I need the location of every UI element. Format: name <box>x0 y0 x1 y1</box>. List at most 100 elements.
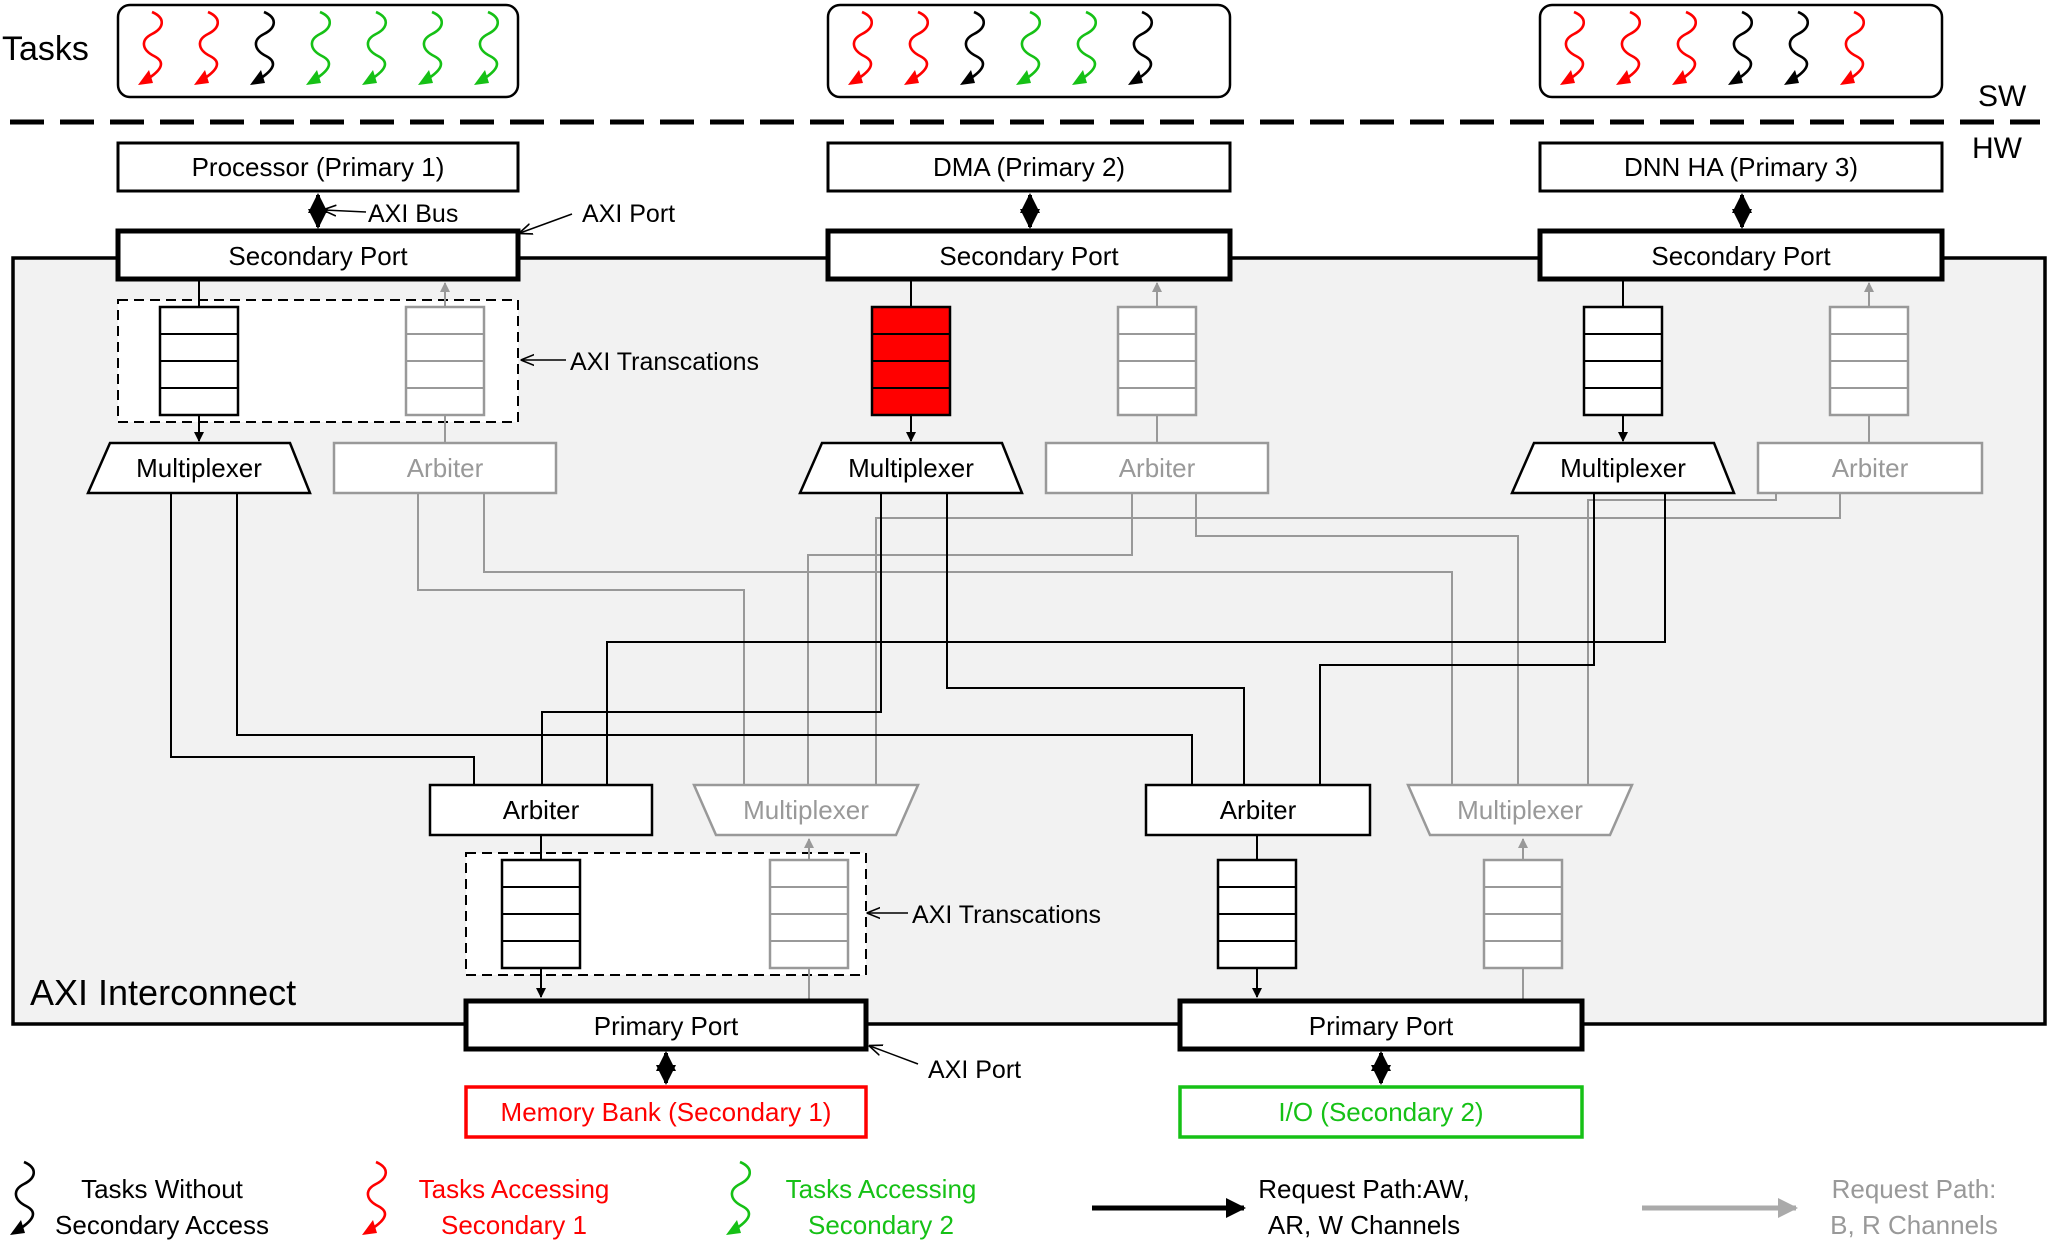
queue-request-3 <box>1582 305 1664 417</box>
arbiter-bottom-1: Arbiter <box>428 783 654 837</box>
primary-processor-label: Processor (Primary 1) <box>192 152 445 182</box>
secondary-port-3: Secondary Port <box>1537 228 1945 282</box>
arbiter-top-2-label: Arbiter <box>1119 453 1196 483</box>
sw-label: SW <box>1978 80 2027 113</box>
primary-processor: Processor (Primary 1) <box>116 141 520 193</box>
queue-request-2 <box>870 305 952 417</box>
primary-dma-label: DMA (Primary 2) <box>933 152 1125 182</box>
multiplexer-top-2: Multiplexer <box>798 441 1024 495</box>
task-squiggle-2-2 <box>904 10 930 85</box>
task-squiggle-1-1 <box>138 10 164 85</box>
task-box-1 <box>116 3 520 99</box>
queue-response-3 <box>1828 305 1910 417</box>
arbiter-bottom-2-label: Arbiter <box>1220 795 1297 825</box>
transaction-queues <box>158 305 1910 970</box>
multiplexer-top-3-label: Multiplexer <box>1560 453 1686 483</box>
task-squiggle-1-7 <box>474 10 500 85</box>
arbiter-top-3: Arbiter <box>1756 441 1984 495</box>
arbiter-bottom-2: Arbiter <box>1144 783 1372 837</box>
queue-response-bottom-2 <box>1482 858 1564 970</box>
request-path-wires <box>170 279 1666 998</box>
legend-black-line1: Tasks Without <box>81 1174 244 1204</box>
primary-port-1-label: Primary Port <box>594 1011 739 1041</box>
primary-dma: DMA (Primary 2) <box>826 141 1232 193</box>
wire-mux2-arb1 <box>541 493 882 785</box>
legend-response-line2: B, R Channels <box>1830 1210 1998 1240</box>
wire-bmux2-arb1 <box>483 493 1453 785</box>
task-squiggle-1-5 <box>362 10 388 85</box>
queue-response-bottom-1 <box>768 858 850 970</box>
wire-mux2-arb2 <box>946 493 1245 785</box>
secondary-port-2: Secondary Port <box>825 228 1233 282</box>
primary-dnn-ha-label: DNN HA (Primary 3) <box>1624 152 1858 182</box>
primary-port-2-label: Primary Port <box>1309 1011 1454 1041</box>
task-squiggle-1-4 <box>306 10 332 85</box>
arbiter-top-2: Arbiter <box>1044 441 1270 495</box>
wire-mux3-arb1 <box>606 493 1666 785</box>
hw-label: HW <box>1972 132 2023 165</box>
multiplexer-top-3: Multiplexer <box>1510 441 1736 495</box>
tasks-label: Tasks <box>2 30 89 68</box>
secondary-port-2-label: Secondary Port <box>939 241 1119 271</box>
secondary-port-1: Secondary Port <box>115 228 521 282</box>
task-squiggle-3-1 <box>1560 10 1586 85</box>
legend-request-line1: Request Path:AW, <box>1258 1174 1469 1204</box>
axi-port-bottom-label: AXI Port <box>928 1056 1021 1084</box>
queue-request-bottom-2 <box>1216 858 1298 970</box>
task-squiggle-2-1 <box>848 10 874 85</box>
task-squiggle-2-5 <box>1072 10 1098 85</box>
task-box-2 <box>826 3 1232 99</box>
multiplexer-top-1: Multiplexer <box>86 441 312 495</box>
task-squiggle-3-5 <box>1784 10 1810 85</box>
task-squiggle-1-3 <box>250 10 276 85</box>
task-squiggles <box>138 10 1866 85</box>
wire-bmux2-arb2 <box>1195 493 1519 785</box>
task-box-3 <box>1538 3 1944 99</box>
legend-response-line1: Request Path: <box>1832 1174 1997 1204</box>
task-squiggle-3-4 <box>1728 10 1754 85</box>
secondary-memory-bank-label: Memory Bank (Secondary 1) <box>501 1097 832 1127</box>
interconnect-label: AXI Interconnect <box>30 972 296 1013</box>
arbiter-top-1: Arbiter <box>332 441 558 495</box>
queue-response-1 <box>404 305 486 417</box>
primary-port-2: Primary Port <box>1177 998 1585 1052</box>
task-squiggle-2-6 <box>1128 10 1154 85</box>
wire-bmux1-arb2 <box>807 493 1133 785</box>
multiplexer-bottom-2-label: Multiplexer <box>1457 795 1583 825</box>
legend-red-squiggle <box>362 1160 388 1235</box>
task-squiggle-2-3 <box>960 10 986 85</box>
wire-mux1-arb2 <box>236 493 1193 785</box>
task-squiggle-2-4 <box>1016 10 1042 85</box>
primary-port-1: Primary Port <box>463 998 869 1052</box>
secondary-port-1-label: Secondary Port <box>228 241 408 271</box>
multiplexer-bottom-1: Multiplexer <box>692 783 920 837</box>
secondary-memory-bank: Memory Bank (Secondary 1) <box>464 1085 868 1139</box>
wire-mux1-arb1 <box>170 493 475 785</box>
legend-black-squiggle <box>10 1160 36 1235</box>
axi-bus-label: AXI Bus <box>368 200 458 228</box>
multiplexer-bottom-2: Multiplexer <box>1406 783 1634 837</box>
axi-transactions-bottom-label: AXI Transcations <box>912 901 1101 929</box>
wire-mux3-arb2 <box>1319 493 1595 785</box>
axi-transactions-top-label: AXI Transcations <box>570 348 759 376</box>
arbiter-top-1-label: Arbiter <box>407 453 484 483</box>
axi-port-bottom-pointer <box>870 1046 919 1065</box>
task-squiggle-1-6 <box>418 10 444 85</box>
multiplexer-top-1-label: Multiplexer <box>136 453 262 483</box>
primary-dnn-ha: DNN HA (Primary 3) <box>1538 141 1944 193</box>
axi-bus-pointer <box>324 210 367 212</box>
legend-black-line2: Secondary Access <box>55 1210 269 1240</box>
arbiter-bottom-1-label: Arbiter <box>503 795 580 825</box>
wire-bmux1-arb1 <box>417 493 745 785</box>
secondary-io: I/O (Secondary 2) <box>1178 1085 1584 1139</box>
secondary-io-label: I/O (Secondary 2) <box>1278 1097 1483 1127</box>
task-squiggle-3-6 <box>1840 10 1866 85</box>
legend-green-line2: Secondary 2 <box>808 1210 954 1240</box>
axi-port-top-pointer <box>520 213 573 233</box>
queue-request-bottom-1 <box>500 858 582 970</box>
queue-request-1 <box>158 305 240 417</box>
arbiter-top-3-label: Arbiter <box>1832 453 1909 483</box>
task-squiggle-3-3 <box>1672 10 1698 85</box>
legend-red-line1: Tasks Accessing <box>419 1174 610 1204</box>
